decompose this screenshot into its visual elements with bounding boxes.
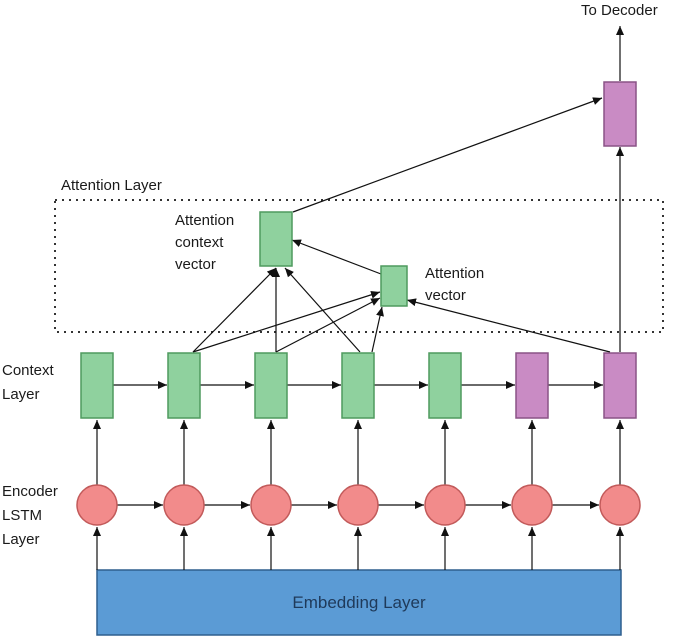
context-cell-5: [428, 352, 462, 419]
context-layer-label-line1: Context: [2, 362, 54, 379]
arrow-ctx2-to-attn-vector: [192, 290, 381, 353]
arrow-ctx2-to-attn-context: [192, 267, 277, 353]
lstm-cell-7: [599, 484, 641, 526]
context-cell-3: [254, 352, 288, 419]
context-cell-6: [515, 352, 549, 419]
lstm-to-context-arrows: [93, 420, 624, 485]
arrow-ctx4-to-attn-vector: [371, 306, 384, 353]
attention-arrows: [192, 26, 624, 353]
lstm-cell-1: [76, 484, 118, 526]
attention-context-vector-label-line2: context: [175, 234, 224, 251]
lstm-cell-3: [250, 484, 292, 526]
attention-context-vector-label-line3: vector: [175, 256, 216, 273]
to-decoder-label: To Decoder: [581, 2, 658, 19]
arrow-decoder-ctx-to-attn-vector: [406, 298, 611, 353]
context-layer-label-line2: Layer: [2, 386, 40, 403]
encoder-lstm-layer-label-line3: Layer: [2, 531, 40, 548]
lstm-cell-4: [337, 484, 379, 526]
attention-context-vector-label-line1: Attention: [175, 212, 235, 229]
encoder-lstm-layer-label-line2: LSTM: [2, 507, 43, 524]
decoder-output-box: [603, 81, 637, 147]
lstm-cell-5: [424, 484, 466, 526]
embedding-to-lstm-arrows: [93, 527, 624, 570]
arrow-attn-context-to-output: [292, 97, 603, 213]
attention-vector-box: [380, 265, 408, 307]
attention-vector-label-line1: Attention: [425, 265, 485, 282]
context-cell-2: [167, 352, 201, 419]
attention-layer-label: Attention Layer: [61, 177, 162, 194]
context-layer-cells: [80, 352, 637, 419]
context-cell-1: [80, 352, 114, 419]
lstm-cell-2: [163, 484, 205, 526]
arrow-attn-vector-to-attn-context: [291, 239, 382, 275]
arrow-ctx3-to-attn-vector: [275, 297, 381, 353]
embedding-layer-label: Embedding Layer: [292, 593, 426, 612]
embedding-layer-box: [96, 569, 622, 636]
attention-layer-boundary: [54, 199, 664, 333]
attention-vector-label-line2: vector: [425, 287, 466, 304]
attention-context-vector-box: [259, 211, 293, 267]
context-cell-4: [341, 352, 375, 419]
context-cell-7: [603, 352, 637, 419]
lstm-cell-6: [511, 484, 553, 526]
encoder-lstm-cells: [76, 484, 641, 526]
encoder-lstm-layer-label-line1: Encoder: [2, 483, 58, 500]
